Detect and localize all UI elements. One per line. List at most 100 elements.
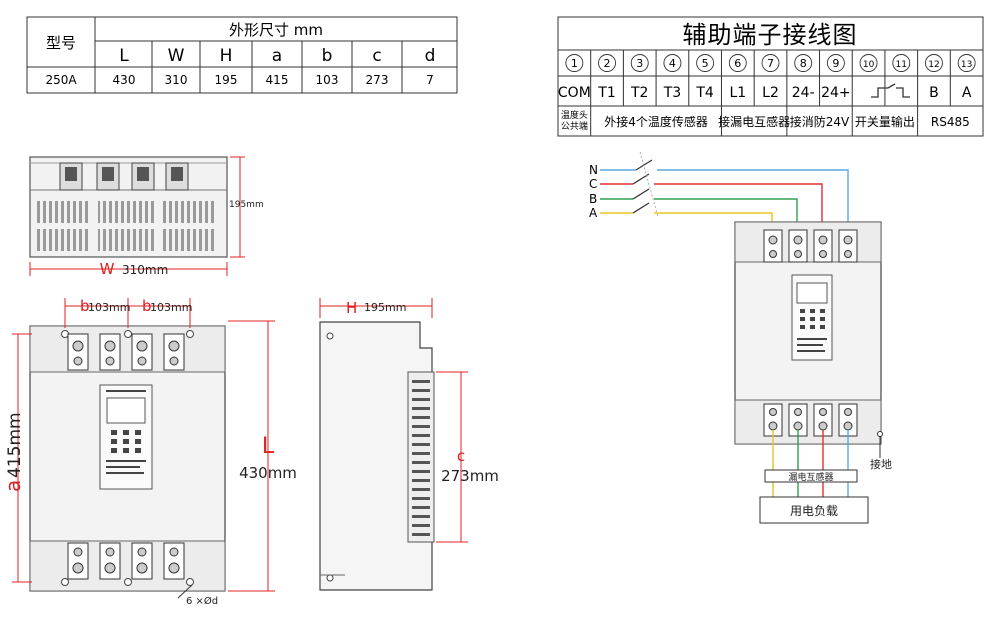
terminal-label: 24+	[821, 85, 851, 101]
terminal-number-circle	[663, 54, 682, 72]
terminal-number: 11	[896, 60, 907, 70]
terminal-number-circle	[892, 54, 911, 72]
terminal-label: 24-	[792, 85, 815, 101]
terminal-label: T4	[695, 85, 714, 101]
terminal-group-label: RS485	[931, 115, 970, 129]
terminal-number: 7	[767, 57, 774, 70]
terminal-number: 12	[928, 60, 939, 70]
terminal-label: T1	[597, 85, 615, 101]
terminal-number-circle	[794, 54, 813, 72]
dim-column-W: W	[168, 46, 185, 66]
terminal-number: 9	[832, 57, 839, 70]
phase-wires	[600, 169, 849, 234]
dim-value-L: 430	[113, 73, 136, 87]
control-panel	[99, 384, 153, 490]
vent-slots	[35, 201, 217, 251]
terminal-group-label: 外接4个温度传感器	[604, 114, 708, 129]
terminal-number-circle	[859, 54, 878, 72]
b-letter-2: b	[142, 297, 152, 315]
model-value: 250A	[45, 73, 77, 87]
terminal-table	[557, 16, 984, 137]
c-dimension	[436, 371, 468, 543]
a-dimension	[12, 333, 32, 583]
width-value: 310mm	[122, 263, 168, 277]
top-height-value: 195mm	[229, 200, 264, 210]
terminal-table-title: 辅助端子接线图	[683, 21, 858, 49]
terminal-number-circle	[957, 54, 976, 72]
terminal-number: 2	[604, 57, 611, 70]
terminal-number: 1	[571, 57, 578, 70]
width-letter: W	[100, 260, 115, 278]
front-view: b 103mm b 103mm a 415mm L 430mm 6 ×Ød	[1, 297, 297, 607]
terminal-table-grid	[590, 50, 951, 136]
terminal-number-circle	[696, 54, 715, 72]
terminal-number-circle	[826, 54, 845, 72]
b-value-1: 103mm	[88, 301, 130, 314]
b-value-2: 103mm	[150, 301, 192, 314]
switch-icon	[632, 151, 659, 218]
dim-value-W: 310	[165, 73, 188, 87]
a-value: 415mm	[5, 412, 25, 478]
dim-column-L: L	[119, 46, 129, 66]
dim-column-H: H	[220, 46, 233, 66]
hole-note: 6 ×Ød	[186, 595, 218, 607]
terminal-label: COM	[558, 85, 591, 101]
device-top-terminals	[763, 229, 858, 263]
dim-value-a: 415	[266, 73, 289, 87]
a-letter: a	[1, 480, 25, 492]
mounting-hole-icon	[61, 330, 194, 586]
top-terminal-block	[59, 162, 189, 191]
b-dimension	[64, 298, 191, 328]
ground-label: 接地	[870, 458, 892, 471]
terminal-label: T2	[630, 85, 648, 101]
dimension-table	[26, 16, 458, 94]
dim-value-d: 7	[426, 73, 434, 87]
terminal-group-label: 公共端	[561, 120, 588, 132]
top-view: 195mm W 310mm	[29, 156, 264, 278]
c-letter: c	[457, 447, 465, 465]
side-view: H 195mm c 273mm	[319, 298, 499, 591]
dim-column-b: b	[322, 46, 333, 66]
H-value: 195mm	[364, 301, 406, 314]
terminal-number: 4	[669, 57, 676, 70]
dim-value-H: 195	[215, 73, 238, 87]
terminal-label: L1	[729, 85, 746, 101]
terminal-number: 10	[863, 60, 875, 70]
device-bottom-terminals	[763, 403, 858, 437]
terminal-group-label: 开关量输出	[855, 114, 915, 129]
top-height-dimension	[230, 156, 245, 258]
terminal-group-label: 接漏电互感器	[718, 114, 790, 129]
leakage-transformer-label: 漏电互感器	[788, 471, 833, 483]
terminal-label: B	[929, 85, 939, 101]
phase-label-A: A	[589, 206, 598, 220]
L-dimension	[228, 320, 275, 592]
terminal-number-circle	[565, 54, 584, 72]
terminal-label: A	[962, 85, 972, 101]
b-letter-1: b	[80, 297, 90, 315]
terminal-label: T3	[663, 85, 681, 101]
H-letter: H	[346, 299, 357, 317]
terminal-number: 13	[961, 60, 972, 70]
terminal-number: 8	[800, 57, 807, 70]
phase-label-B: B	[589, 192, 597, 206]
device-control-panel	[791, 274, 833, 361]
dim-value-c: 273	[366, 73, 389, 87]
terminal-number-circle	[630, 54, 649, 72]
terminal-number: 6	[734, 57, 741, 70]
terminal-number-circle	[925, 54, 943, 72]
front-top-terminals	[67, 333, 185, 371]
terminal-number-circle	[761, 54, 780, 72]
terminal-group-label: 温度头	[561, 109, 588, 121]
phase-label-N: N	[589, 163, 598, 177]
dim-column-d: d	[425, 46, 436, 66]
front-bottom-terminals	[67, 542, 185, 580]
size-header: 外形尺寸 mm	[229, 21, 323, 39]
L-letter: L	[262, 434, 275, 459]
terminal-number: 3	[636, 57, 643, 70]
